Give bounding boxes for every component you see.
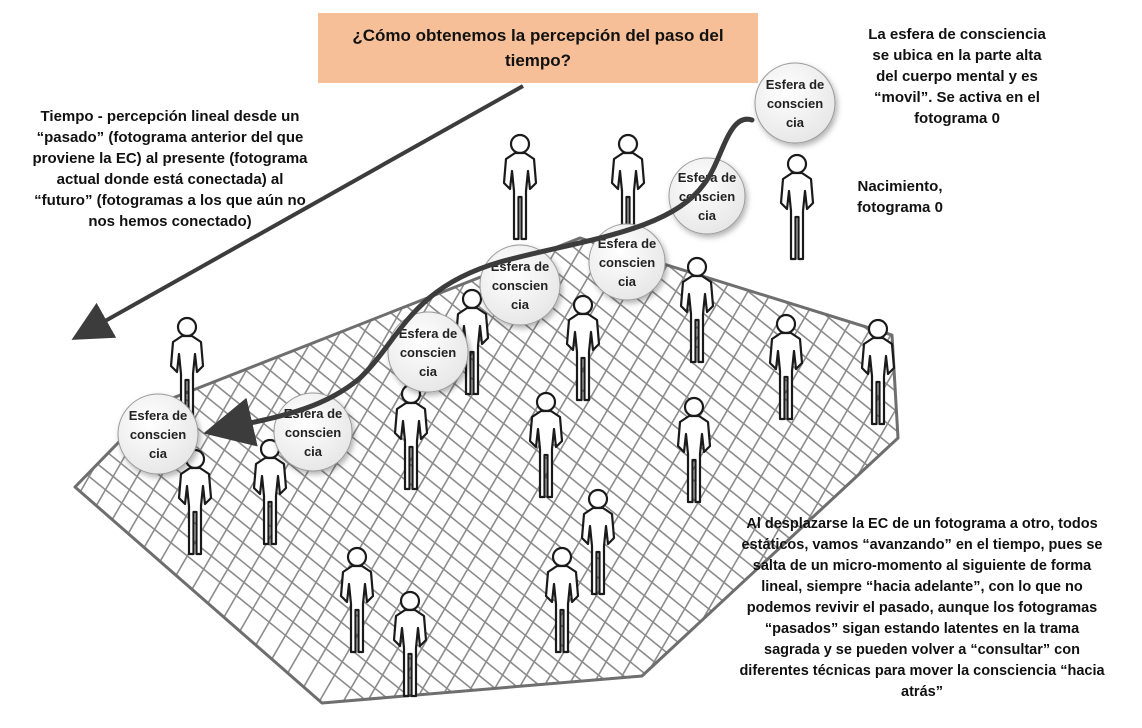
movement-note: Al desplazarse la EC de un fotograma a o… <box>702 514 1142 703</box>
sphere-label-line: conscien <box>400 345 456 360</box>
note-line: actual donde está conectada) al <box>56 171 284 188</box>
sphere-label-line: conscien <box>679 189 735 204</box>
sphere-label-line: Esfera de <box>399 326 458 341</box>
sphere-label-line: Esfera de <box>129 408 188 423</box>
consciousness-path-arrow <box>203 116 755 447</box>
note-line: salta de un micro-momento al siguiente d… <box>752 558 1092 574</box>
note-line: estáticos, vamos “avanzando” en el tiemp… <box>741 537 1103 553</box>
person-icon <box>779 153 815 261</box>
note-line: “movil”. Se activa en el <box>874 89 1040 106</box>
person-icon <box>580 488 616 596</box>
sphere-label-line: cia <box>304 444 323 459</box>
note-line: fotograma 0 <box>857 199 943 216</box>
note-line: Tiempo - percepción lineal desde un <box>40 108 300 125</box>
sphere-label-line: cia <box>698 208 717 223</box>
sphere-label-line: conscien <box>285 425 341 440</box>
consciousness-sphere: Esfera de conscien cia <box>387 311 469 393</box>
note-line: “pasado” (fotograma anterior del que <box>36 129 304 146</box>
person-icon <box>565 294 601 402</box>
sphere-label-line: cia <box>618 274 637 289</box>
person-icon <box>392 590 428 698</box>
note-line: “pasados” sigan estando latentes en la t… <box>764 621 1080 637</box>
human-figures <box>169 133 896 698</box>
sphere-label-line: cia <box>149 446 168 461</box>
person-icon <box>768 313 804 421</box>
note-line: nos hemos conectado) <box>88 213 252 230</box>
sphere-label-line: Esfera de <box>766 77 825 92</box>
time-perception-note: Tiempo - percepción lineal desde un “pas… <box>0 106 340 232</box>
title-line-1: ¿Cómo obtenemos la percepción del paso d… <box>352 26 724 45</box>
sphere-label-line: cia <box>419 364 438 379</box>
sphere-label-line: conscien <box>767 96 823 111</box>
note-line: Al desplazarse la EC de un fotograma a o… <box>746 516 1098 532</box>
person-icon <box>860 318 896 426</box>
person-icon <box>528 391 564 499</box>
note-line: Nacimiento, <box>857 178 943 195</box>
note-line: podemos revivir el pasado, aunque los fo… <box>746 600 1098 616</box>
person-icon <box>339 546 375 654</box>
time-arrow <box>71 84 524 340</box>
person-icon <box>502 133 538 241</box>
person-icon <box>610 133 646 241</box>
note-line: atrás” <box>901 684 943 700</box>
sphere-label-line: conscien <box>492 278 548 293</box>
sphere-label-line: Esfera de <box>598 236 657 251</box>
person-icon <box>679 256 715 364</box>
note-line: se ubica en la parte alta <box>872 47 1042 64</box>
person-icon <box>177 448 213 556</box>
birth-note: Nacimiento, fotograma 0 <box>830 176 970 218</box>
person-icon <box>544 546 580 654</box>
note-line: fotograma 0 <box>914 110 1000 127</box>
note-line: “futuro” (fotogramas a los que aún no <box>34 192 306 209</box>
person-icon <box>676 396 712 504</box>
note-line: del cuerpo mental y es <box>876 68 1038 85</box>
consciousness-sphere: Esfera de conscien cia <box>588 223 666 301</box>
note-line: La esfera de consciencia <box>868 26 1046 43</box>
sphere-label-line: conscien <box>599 255 655 270</box>
note-line: sagrada y se pueden volver a “consultar”… <box>764 642 1080 658</box>
note-line: proviene la EC) al presente (fotograma <box>32 150 308 167</box>
person-icon <box>252 438 288 546</box>
consciousness-sphere: Esfera de conscien cia <box>117 393 199 475</box>
person-icon <box>169 316 205 424</box>
title-line-2: tiempo? <box>504 51 572 70</box>
note-line: diferentes técnicas para mover la consci… <box>739 663 1105 679</box>
sphere-label-line: cia <box>511 297 530 312</box>
title-box: ¿Cómo obtenemos la percepción del paso d… <box>318 13 758 83</box>
note-line: lineal, siempre “hacia adelante”, con lo… <box>761 579 1083 595</box>
sphere-location-note: La esfera de consciencia se ubica en la … <box>842 24 1072 129</box>
sphere-label-line: conscien <box>130 427 186 442</box>
consciousness-sphere: Esfera de conscien cia <box>754 62 836 144</box>
sphere-label-line: cia <box>786 115 805 130</box>
